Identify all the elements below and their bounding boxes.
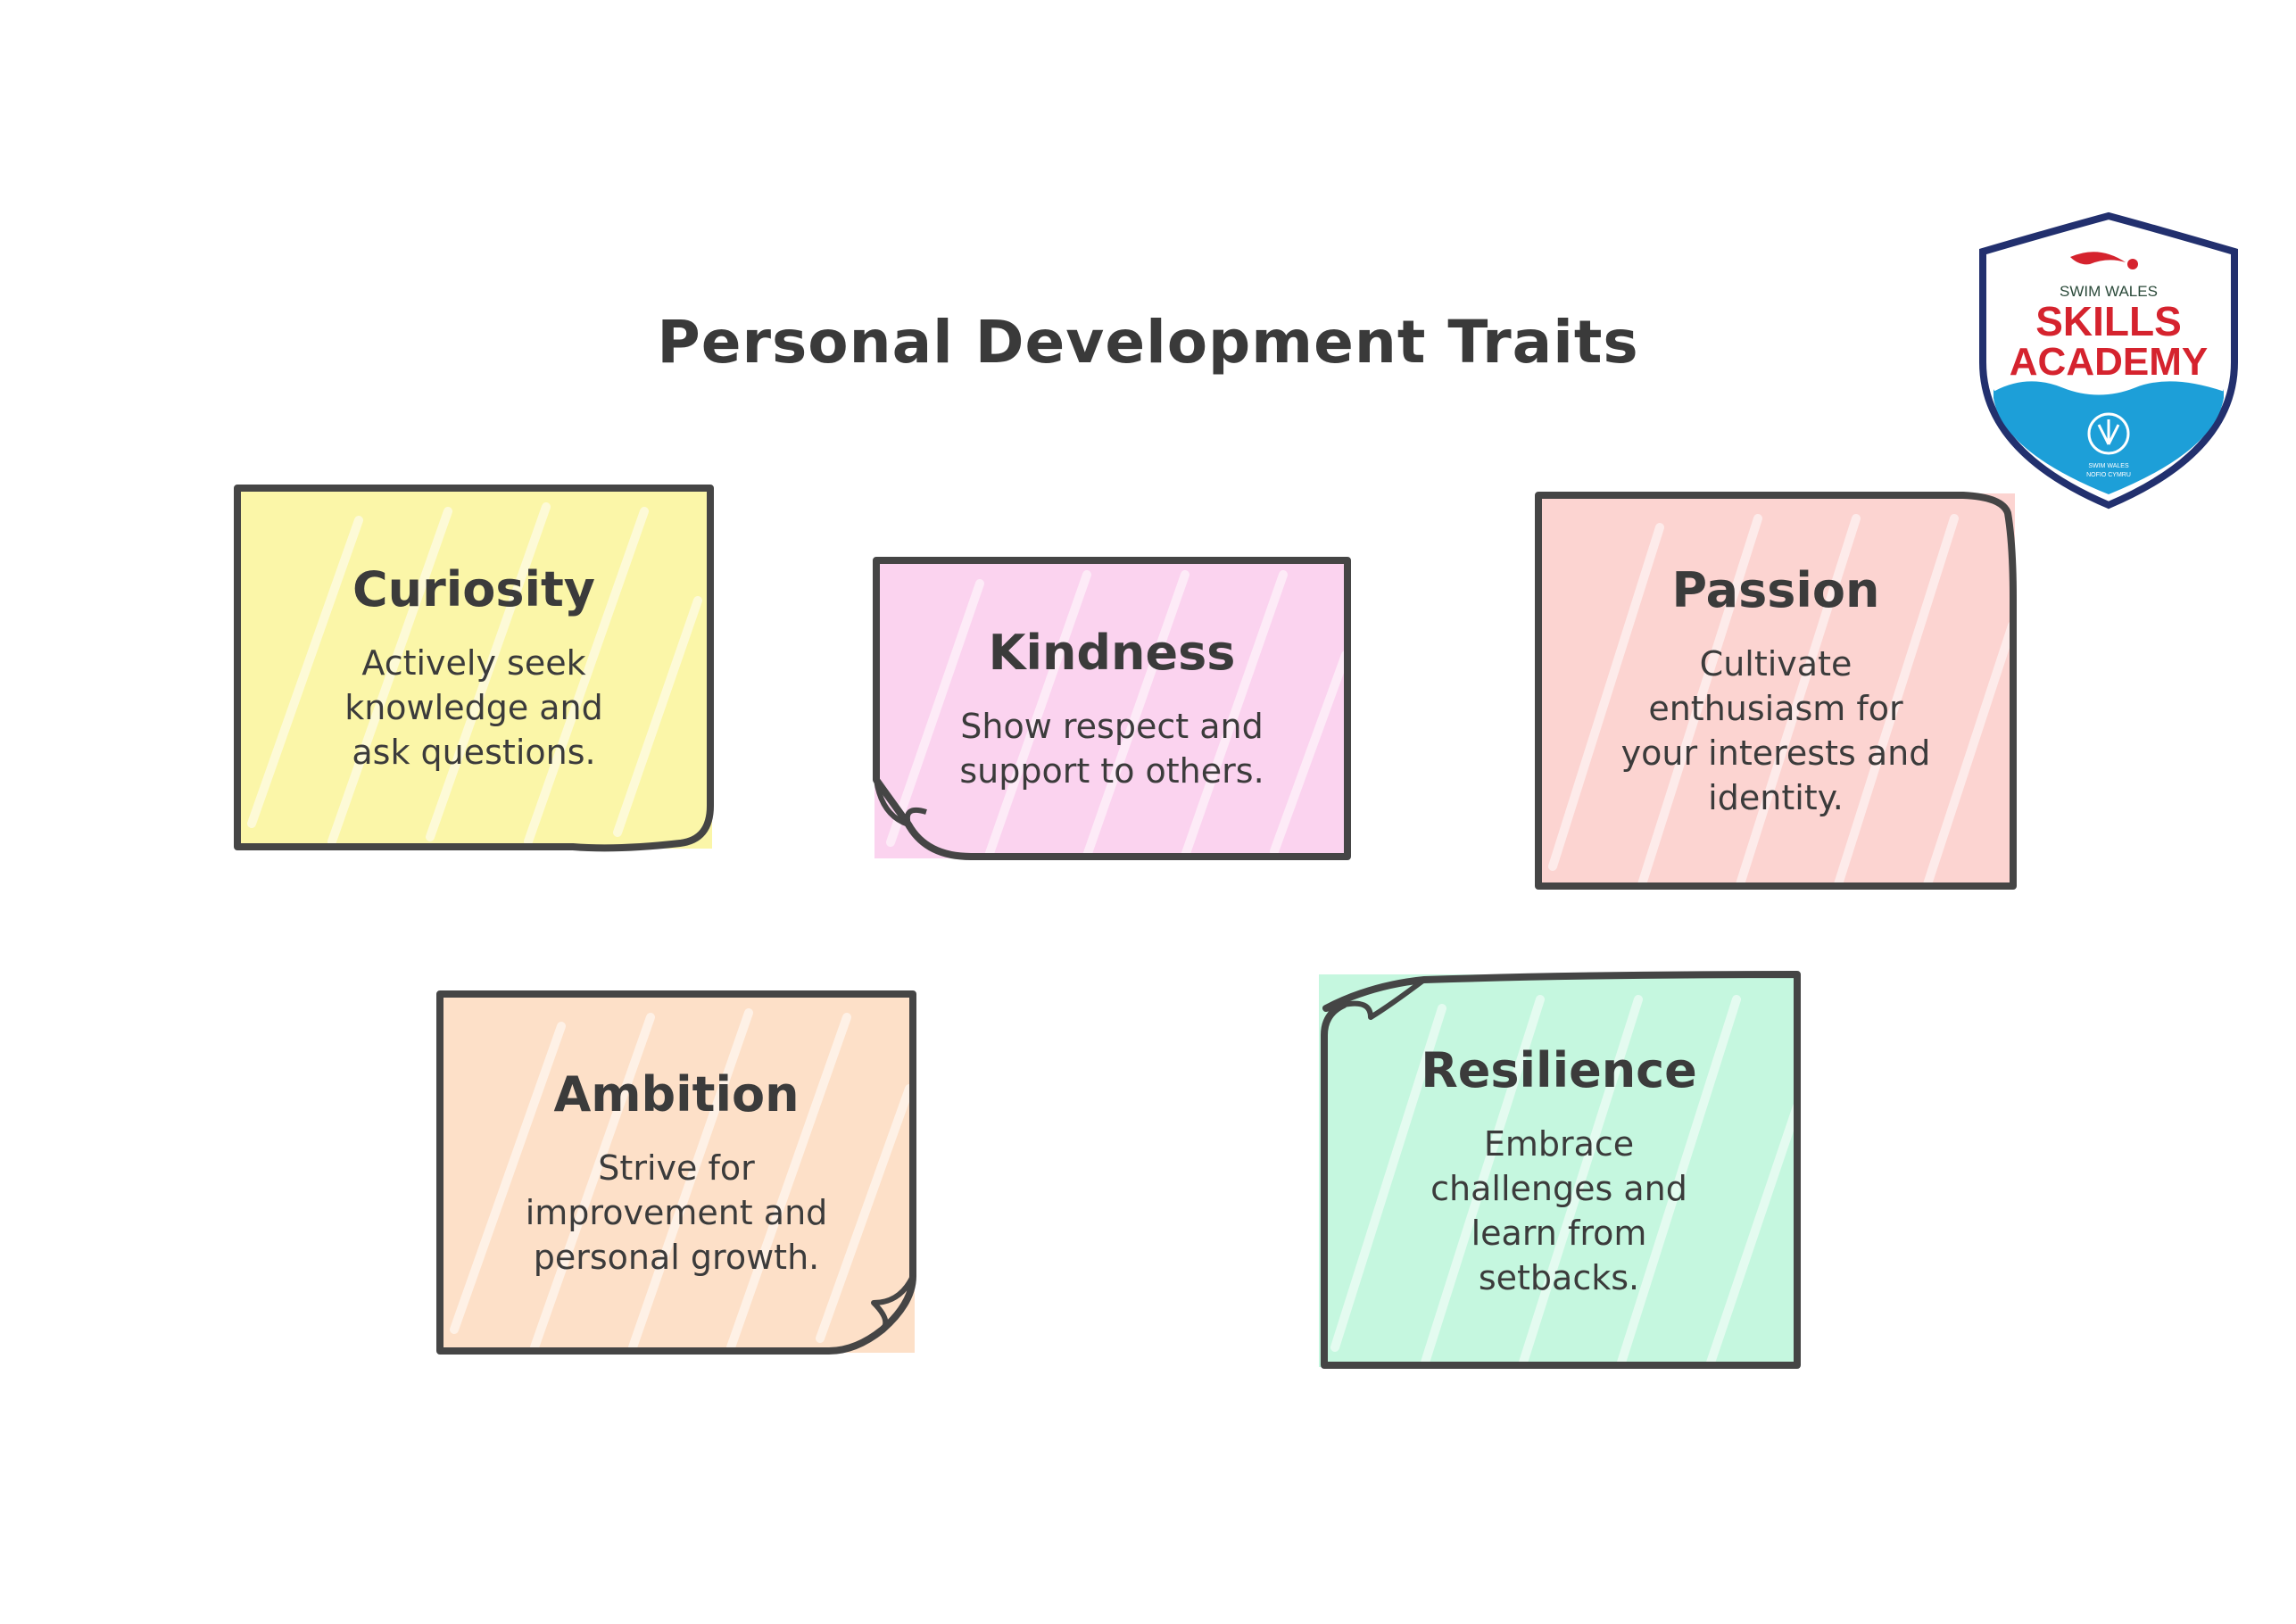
card-resilience-content: Resilience Embrace challenges and learn … [1317,973,1801,1369]
card-curiosity-heading: Curiosity [352,560,595,617]
card-kindness-desc: Show respect and support to others. [959,706,1264,791]
card-kindness-frame [873,557,1351,860]
logo-footer1: SWIM WALES [2088,463,2129,469]
card-passion-desc: Cultivate enthusiasm for your interests … [1620,643,1931,817]
logo-line1: SWIM WALES [2060,283,2158,300]
card-passion: Passion Cultivate enthusiasm for your in… [1535,492,2017,890]
card-resilience: Resilience Embrace challenges and learn … [1317,971,1802,1370]
card-kindness-heading: Kindness [988,624,1236,681]
card-curiosity-content: Curiosity Actively seek knowledge and as… [234,485,714,850]
card-passion-frame [1535,492,2017,890]
card-passion-content: Passion Cultivate enthusiasm for your in… [1535,492,2017,890]
skills-academy-logo: SWIM WALES SKILLS ACADEMY SWIM WALES NOF… [1974,211,2243,510]
card-ambition-desc: Strive for improvement and personal grow… [525,1148,828,1277]
card-passion-heading: Passion [1671,561,1880,618]
card-curiosity: Curiosity Actively seek knowledge and as… [234,485,714,852]
card-ambition: Ambition Strive for improvement and pers… [436,990,916,1355]
card-resilience-frame [1319,971,1802,1370]
logo-line2: SKILLS [2035,298,2182,344]
diagram-title: Personal Development Traits [657,308,1639,377]
card-ambition-heading: Ambition [553,1065,800,1123]
logo-footer2: NOFIO CYMRU [2086,472,2131,478]
card-resilience-heading: Resilience [1421,1041,1697,1098]
card-kindness: Kindness Show respect and support to oth… [873,557,1351,860]
card-resilience-desc: Embrace challenges and learn from setbac… [1430,1123,1687,1297]
card-kindness-content: Kindness Show respect and support to oth… [873,557,1351,860]
shield-icon: SWIM WALES SKILLS ACADEMY SWIM WALES NOF… [1979,211,2238,510]
card-curiosity-desc: Actively seek knowledge and ask question… [344,642,603,772]
card-ambition-frame [436,990,916,1355]
swimmer-icon [2070,252,2126,265]
card-curiosity-frame [234,485,714,852]
feathers-icon [2087,412,2130,455]
card-ambition-content: Ambition Strive for improvement and pers… [436,990,916,1355]
logo-line3: ACADEMY [2010,340,2208,384]
